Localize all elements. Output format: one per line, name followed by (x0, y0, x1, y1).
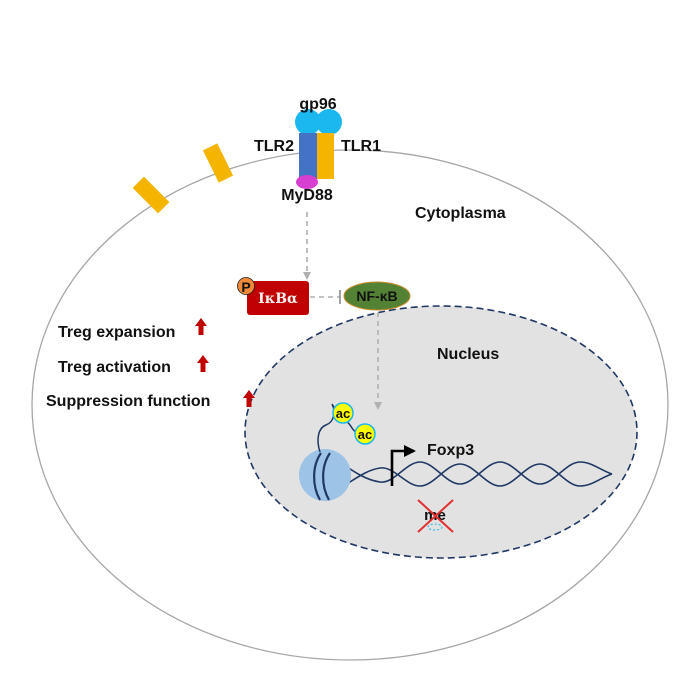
dna-strand (339, 463, 613, 489)
foxp3-label: Foxp3 (427, 442, 474, 459)
ikba-label: IκBα (258, 291, 298, 307)
demethylation-cross (417, 499, 454, 533)
gp96-right-subunit (316, 109, 342, 135)
acetyl-label: ac (358, 427, 372, 442)
dna-wrap (322, 452, 331, 501)
nucleosome (299, 449, 351, 501)
nucleus (244, 305, 638, 559)
tlr1-receptor (317, 133, 334, 179)
tlr2-receptor (299, 133, 317, 179)
gp96-label: gp96 (299, 96, 336, 113)
phospho-group (237, 277, 255, 295)
acetyl-label: ac (336, 406, 350, 421)
effect-suppression-function: Suppression function (46, 393, 210, 410)
acetyl-group (332, 402, 354, 424)
cell-membrane (31, 149, 669, 661)
gp96-left-subunit (295, 109, 321, 135)
up-arrow-icon (243, 390, 255, 407)
nfkb-label: NF-κB (356, 288, 397, 304)
myd88-label: MyD88 (281, 187, 333, 204)
methyl-site (427, 523, 443, 531)
nucleus-label: Nucleus (437, 346, 499, 363)
effect-treg-activation: Treg activation (58, 359, 171, 376)
dna-strand (339, 461, 613, 485)
nfkb-ellipse (343, 281, 411, 311)
membrane-tlr-fragment (202, 143, 234, 183)
up-arrow-icon (197, 355, 209, 372)
myd88-adaptor (296, 175, 318, 189)
receptor-complex (295, 109, 342, 189)
tlr2-label: TLR2 (254, 138, 294, 155)
membrane-tlr-fragment (132, 176, 170, 214)
tlr1-label: TLR1 (341, 138, 381, 155)
acetyl-group (354, 423, 376, 445)
effect-treg-expansion: Treg expansion (58, 324, 175, 341)
cytoplasm-label: Cytoplasma (415, 205, 506, 222)
ikba-box (247, 281, 309, 315)
phospho-label: P (241, 279, 250, 295)
dna-wrap (313, 452, 322, 501)
up-arrow-icon (195, 318, 207, 335)
transcription-start-arrow (390, 445, 416, 486)
